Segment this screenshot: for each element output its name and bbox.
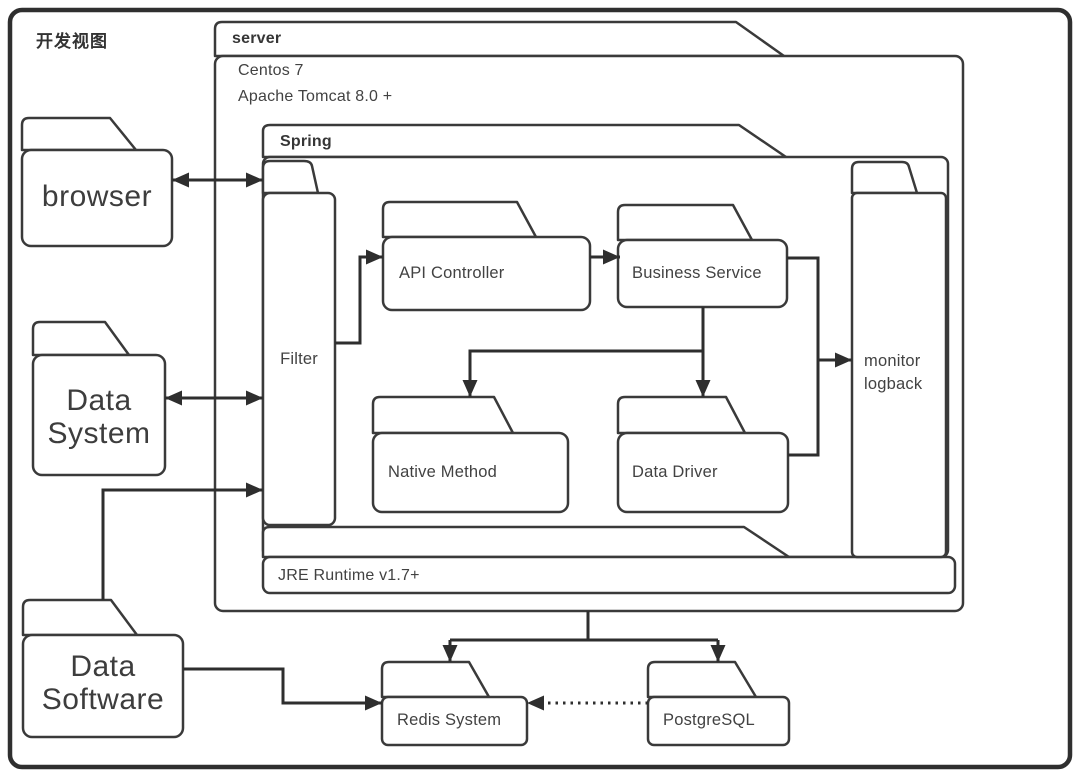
diagram-title: 开发视图 bbox=[36, 32, 108, 51]
spring-package-body bbox=[261, 155, 950, 559]
postgresql-label: PostgreSQL bbox=[663, 711, 755, 729]
data-system-label-line1: Data bbox=[66, 384, 132, 417]
arrow-filter-api-controller bbox=[335, 249, 383, 345]
redis-folder-tab bbox=[380, 660, 491, 699]
spring-package-tab bbox=[261, 123, 788, 159]
data-software-label-line2: Software bbox=[41, 683, 165, 716]
server-env-line2: Apache Tomcat 8.0 + bbox=[238, 88, 393, 105]
server-env-line1: Centos 7 bbox=[238, 62, 304, 79]
arrow-data-software-filter bbox=[101, 482, 263, 600]
filter-label: Filter bbox=[280, 350, 318, 368]
native-method-folder-body bbox=[371, 431, 570, 514]
jre-runtime-label: JRE Runtime v1.7+ bbox=[278, 567, 420, 584]
native-method-folder-tab bbox=[371, 395, 515, 435]
filter-folder-body bbox=[261, 191, 337, 527]
monitor-label-line2: logback bbox=[864, 375, 923, 393]
server-package-label: server bbox=[232, 30, 282, 47]
business-service-label: Business Service bbox=[632, 264, 762, 282]
data-driver-folder-tab bbox=[616, 395, 747, 435]
api-controller-folder-tab bbox=[381, 200, 538, 239]
data-system-label-line2: System bbox=[47, 417, 151, 450]
redis-folder-body bbox=[380, 695, 529, 747]
data-system-folder-body bbox=[31, 353, 167, 477]
business-service-folder-tab bbox=[616, 203, 754, 242]
redis-label: Redis System bbox=[397, 711, 502, 729]
native-method-label: Native Method bbox=[388, 463, 497, 481]
filter-folder-tab bbox=[261, 159, 320, 195]
connector-server-databases bbox=[450, 611, 718, 642]
data-software-label-line1: Data bbox=[70, 650, 136, 683]
browser-folder-tab bbox=[20, 116, 138, 152]
data-driver-folder-body bbox=[616, 431, 790, 514]
browser-label: browser bbox=[41, 180, 153, 213]
api-controller-label: API Controller bbox=[399, 264, 505, 282]
browser-folder-body bbox=[20, 148, 174, 248]
jre-package-body bbox=[261, 555, 957, 595]
monitor-folder-tab bbox=[850, 160, 919, 195]
postgresql-folder-tab bbox=[646, 660, 758, 699]
data-system-folder-tab bbox=[31, 320, 131, 357]
arrow-data-software-redis bbox=[183, 667, 382, 711]
server-package-tab bbox=[213, 20, 786, 58]
data-driver-label: Data Driver bbox=[632, 463, 718, 481]
arrow-business-native-method bbox=[462, 349, 703, 397]
postgresql-folder-body bbox=[646, 695, 791, 747]
data-software-folder-tab bbox=[21, 598, 139, 637]
jre-package-tab bbox=[261, 525, 791, 559]
monitor-label-line1: monitor bbox=[864, 352, 921, 370]
spring-package-label: Spring bbox=[280, 133, 332, 150]
api-controller-folder-body bbox=[381, 235, 592, 312]
monitor-folder-body bbox=[850, 191, 948, 559]
data-software-folder-body bbox=[21, 633, 185, 739]
connector-business-datadriver-monitor bbox=[787, 256, 820, 457]
